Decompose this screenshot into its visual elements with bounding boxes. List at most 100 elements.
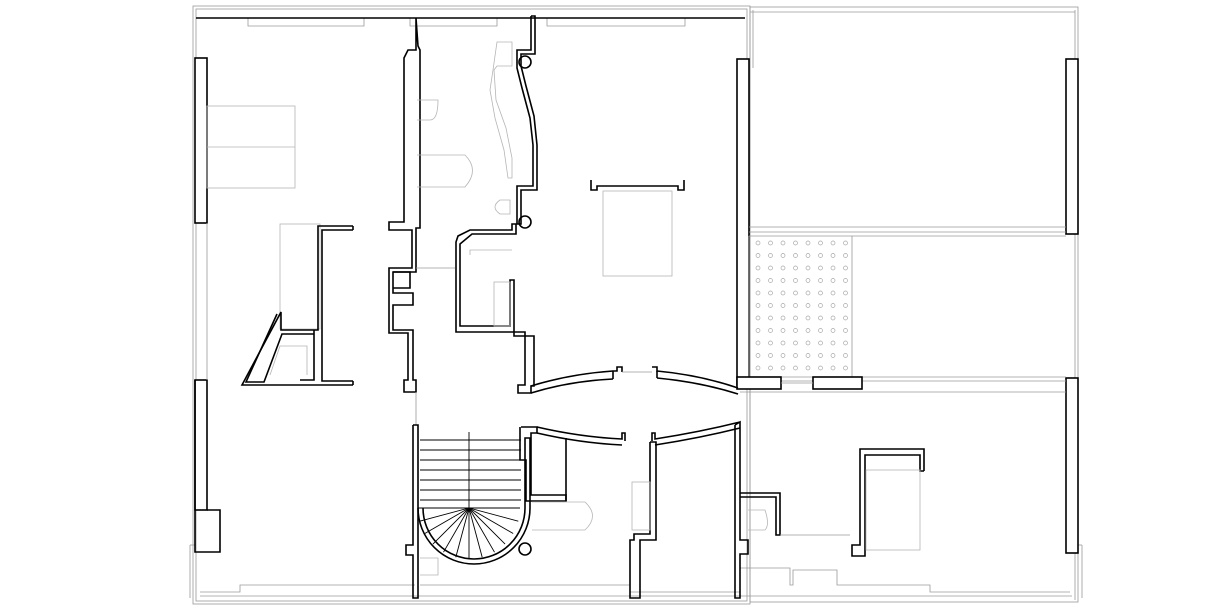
planter-dot: [830, 265, 836, 271]
planter-dot: [843, 253, 848, 258]
stair-tread: [468, 507, 495, 553]
left-wardrobe: [240, 225, 354, 386]
planter-dot: [780, 290, 786, 296]
planter-dot: [830, 290, 836, 296]
planter-dot: [793, 365, 798, 371]
wall-east-lower: [1065, 377, 1079, 554]
column-2: [518, 215, 532, 229]
column-3: [518, 542, 532, 556]
planter-dot: [830, 278, 836, 283]
stair-tread: [468, 507, 483, 558]
planter-dot: [805, 340, 811, 346]
planter-dot: [780, 340, 786, 346]
planter-dot: [755, 353, 761, 358]
planter-dot: [768, 353, 773, 358]
stair-tread: [424, 507, 470, 534]
planter-dot: [805, 278, 811, 283]
planter-dot: [805, 315, 811, 321]
planter-dot: [805, 353, 811, 358]
planter-dot: [768, 253, 773, 258]
planter-dot: [768, 365, 773, 371]
planter-dot: [755, 278, 761, 283]
planter-dot: [818, 240, 823, 246]
planter-dot: [843, 328, 848, 333]
planter-dot: [793, 340, 798, 346]
exterior-walls: [194, 57, 1079, 554]
planter-dot: [793, 290, 798, 296]
planter-dot: [780, 278, 786, 283]
planter-dot: [830, 240, 836, 246]
corridor-walls: [388, 15, 538, 425]
planter-dot: [830, 340, 836, 346]
planter-dot: [843, 278, 848, 283]
planter-dot: [793, 253, 798, 258]
planter-grid: [755, 240, 848, 371]
planter-dot: [768, 315, 773, 321]
planter-dot: [830, 328, 836, 333]
planter-dot: [768, 265, 773, 271]
wall-west-lower: [194, 379, 208, 511]
center-room-furniture: [590, 180, 685, 277]
planter-dot: [805, 303, 811, 308]
column-1: [518, 55, 532, 69]
planter-dot: [768, 290, 773, 296]
planter-dot: [755, 328, 761, 333]
stair-tread: [432, 507, 470, 545]
planter-dot: [818, 353, 823, 358]
planter-dot: [768, 278, 773, 283]
planter-dot: [780, 265, 786, 271]
lower-right-walls: [565, 420, 925, 599]
planter-dot: [780, 315, 786, 321]
outer-boundary: [189, 5, 1083, 605]
top-parapet: [196, 11, 1075, 27]
planter-dot: [805, 253, 811, 258]
planter-dot: [755, 253, 761, 258]
wall-east-upper: [1065, 58, 1079, 235]
planter-dot: [755, 265, 761, 271]
planter-dot: [830, 315, 836, 321]
planter-dot: [780, 240, 786, 246]
planter-dot: [805, 240, 811, 246]
planter-dot: [805, 365, 811, 371]
planter-dot: [755, 340, 761, 346]
left-upper-furniture: [206, 105, 321, 330]
planter-dot: [843, 290, 848, 296]
planter-dot: [768, 303, 773, 308]
planter-dot: [818, 265, 823, 271]
planter-dot: [843, 265, 848, 271]
stair-core: [405, 424, 593, 599]
planter-dot: [818, 340, 823, 346]
planter-dot: [843, 303, 848, 308]
planter-dot: [843, 353, 848, 358]
planter-dot: [793, 303, 798, 308]
planter-dot: [793, 315, 798, 321]
planter-dot: [843, 365, 848, 371]
planter-dot: [818, 315, 823, 321]
planter-dot: [755, 240, 761, 246]
planter-dot: [818, 253, 823, 258]
spiral-stair: [418, 439, 521, 559]
wall-west-upper: [194, 57, 208, 224]
planter-dot: [805, 328, 811, 333]
terrace: [736, 226, 1066, 393]
terrace-parapet-b: [812, 376, 863, 390]
planter-dot: [755, 365, 761, 371]
planter-dot: [780, 303, 786, 308]
planter-dot: [818, 303, 823, 308]
curved-hall: [530, 366, 741, 446]
planter-dot: [818, 278, 823, 283]
planter-dot: [793, 328, 798, 333]
planter-dot: [843, 315, 848, 321]
planter-dot: [843, 240, 848, 246]
stair-tread: [468, 507, 506, 545]
planter-dot: [780, 328, 786, 333]
planter-dot: [755, 290, 761, 296]
wall-center-east: [736, 58, 750, 386]
stair-tread: [455, 507, 470, 558]
planter-dot: [780, 353, 786, 358]
stair-tread: [443, 507, 470, 553]
stair-tread: [468, 507, 514, 534]
stair-tread: [419, 507, 470, 522]
bottom-parapet: [200, 567, 1072, 597]
